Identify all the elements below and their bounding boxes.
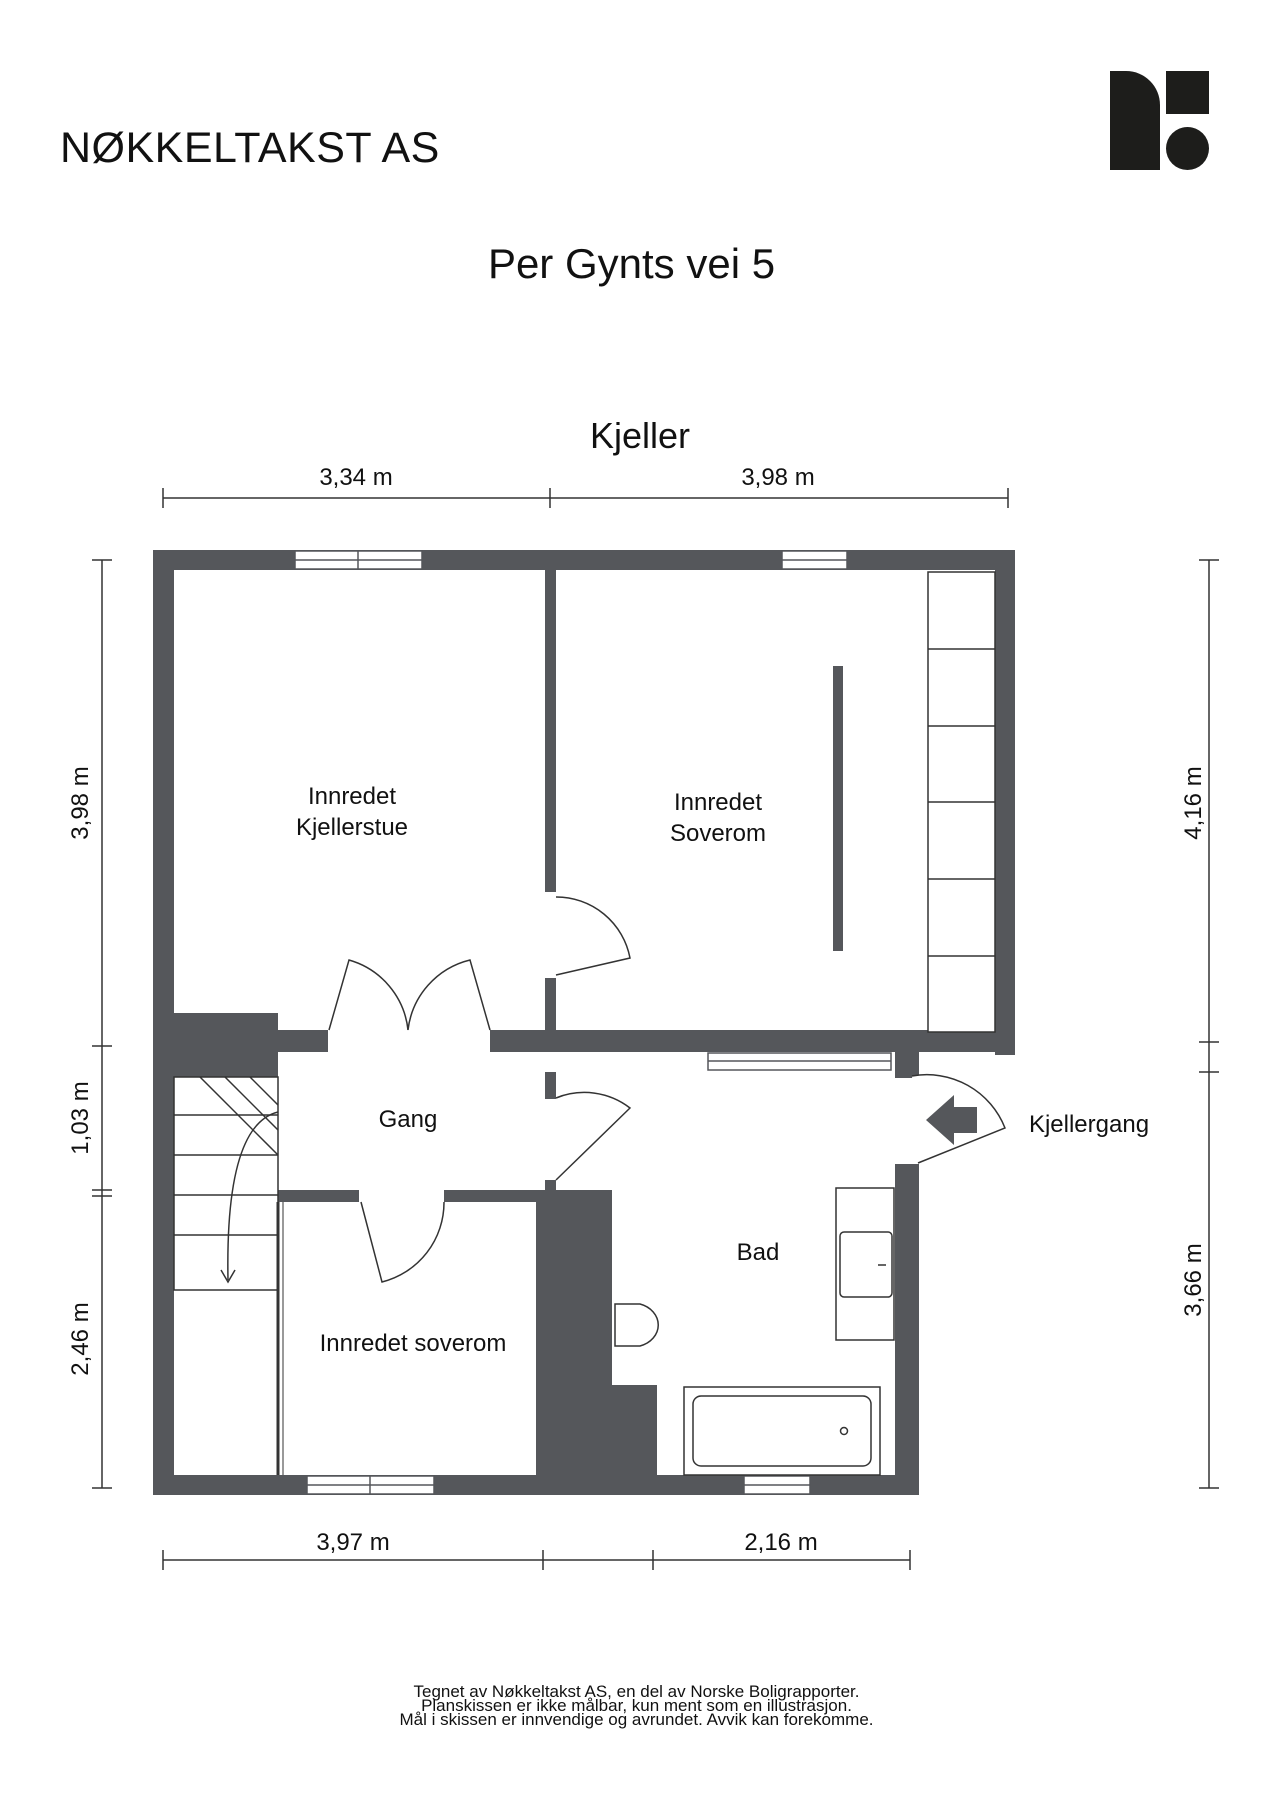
dim-bottom-left: 3,97 m (316, 1529, 389, 1556)
room-label-gang: Gang (379, 1106, 438, 1133)
door-kjellerstue-left (328, 959, 409, 1031)
wall-top (153, 550, 1015, 570)
wall-right-corner (895, 1048, 919, 1078)
door-bad (555, 1091, 632, 1181)
room-label-bad: Bad (737, 1239, 780, 1266)
windows (294, 550, 892, 1495)
footer-line-1: Tegnet av Nøkkeltakst AS, en del av Nors… (413, 1682, 860, 1701)
dim-left-middle: 1,03 m (67, 1081, 94, 1154)
dimension-lines (92, 488, 1219, 1570)
floor-name: Kjeller (590, 415, 690, 456)
dim-bottom-right: 2,16 m (744, 1529, 817, 1556)
room-label-kjellergang: Kjellergang (1029, 1111, 1149, 1138)
property-address: Per Gynts vei 5 (487, 240, 776, 287)
room-divider-bar (833, 666, 843, 951)
wall-gang-top-right (490, 1030, 995, 1052)
room-label-kjellerstue-1: Innredet (308, 783, 396, 810)
room-label-soverom-top-2: Soverom (670, 820, 766, 847)
room-label-soverom-bottom: Innredet soverom (320, 1330, 507, 1357)
dim-top-left: 3,34 m (319, 464, 392, 491)
wall-stair-block (174, 1013, 278, 1077)
toilet (614, 1303, 659, 1347)
fixtures (614, 571, 996, 1476)
dim-top-right: 3,98 m (741, 464, 814, 491)
bathtub-drain (839, 1426, 849, 1436)
wall-bathroom-block (536, 1190, 612, 1475)
wall-partition-mid3 (545, 1180, 556, 1190)
door-kjellerstue-right (407, 959, 491, 1031)
wall-gang-bottom-right (444, 1190, 545, 1202)
footer-line-3: Mål i skissen er innvendige og avrundet.… (399, 1710, 874, 1729)
bathtub-inner (692, 1395, 872, 1467)
room-labels: Innredet Kjellerstue Innredet Soverom Ga… (296, 783, 1149, 1357)
wall-gang-bottom-left (278, 1190, 359, 1202)
dim-right-upper: 4,16 m (1180, 766, 1207, 839)
wall-partition-mid (545, 978, 556, 1033)
logo-circle-shape (1166, 127, 1209, 170)
dimension-labels: 3,34 m 3,98 m 3,97 m 2,16 m 3,98 m 1,03 … (67, 464, 1207, 1556)
walls (153, 550, 1015, 1495)
wall-right-lower (895, 1164, 919, 1495)
wall-gang-top-left (278, 1030, 328, 1052)
logo-square-shape (1166, 71, 1209, 114)
dim-left-upper: 3,98 m (67, 766, 94, 839)
room-label-soverom-top-1: Innredet (674, 789, 762, 816)
dim-right-lower: 3,66 m (1180, 1243, 1207, 1316)
dim-left-lower: 2,46 m (67, 1302, 94, 1375)
wall-left (153, 550, 174, 1495)
stair-direction-arrow (220, 1269, 236, 1284)
door-soverom-bottom (360, 1201, 445, 1283)
logo-arch-shape (1110, 71, 1160, 170)
sink (839, 1231, 893, 1298)
entrance-arrow-icon (926, 1095, 977, 1145)
footer-disclaimer: Tegnet av Nøkkeltakst AS, en del av Nors… (0, 1682, 1273, 1729)
wall-partition-mid2 (545, 1072, 556, 1099)
stair-walkline (227, 1111, 279, 1281)
wall-right-upper (995, 550, 1015, 1055)
company-logo (1110, 71, 1209, 170)
footer-line-2: Planskissen er ikke målbar, kun ment som… (421, 1696, 852, 1715)
door-soverom-top (555, 896, 631, 976)
wall-bathroom-step (612, 1385, 657, 1475)
company-name: NØKKELTAKST AS (60, 124, 440, 172)
room-label-kjellerstue-2: Kjellerstue (296, 814, 408, 841)
wall-partition-upper (545, 570, 556, 892)
staircase (173, 1076, 284, 1475)
